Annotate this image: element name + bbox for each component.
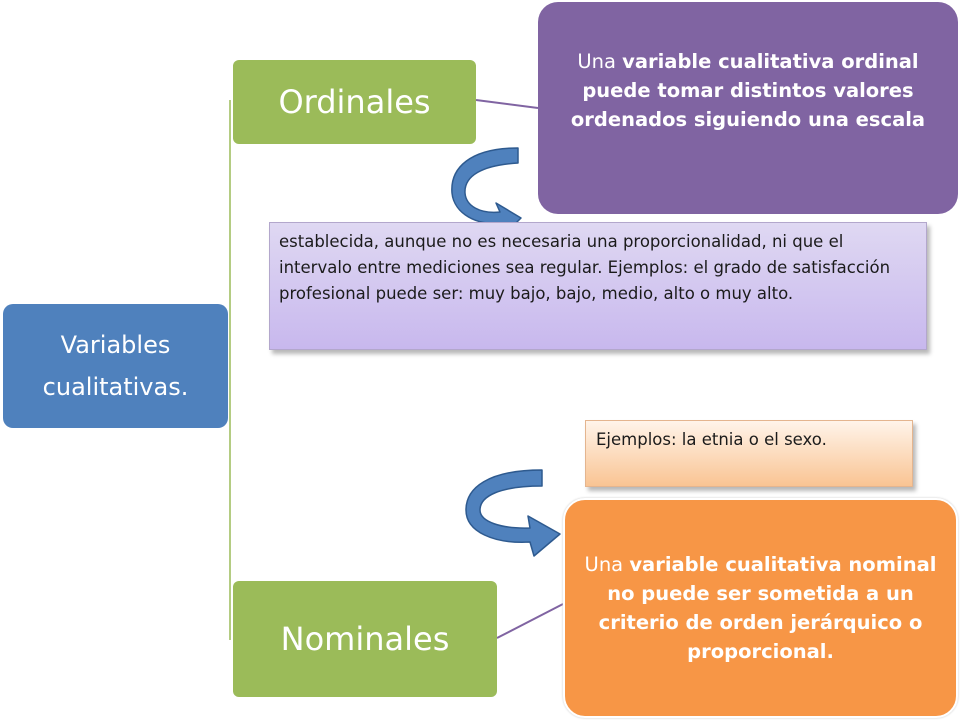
branch-nominales-label: Nominales [280, 620, 450, 658]
root-node-variables-cualitativas: Variables cualitativas. [3, 304, 228, 428]
ordinal-definition-bold: variable cualitativa ordinal puede tomar… [570, 49, 926, 131]
branch-ordinales: Ordinales [233, 60, 476, 144]
ordinal-definition-box: Una variable cualitativa ordinal puede t… [538, 2, 958, 214]
ordinal-continuation-note: establecida, aunque no es necesaria una … [269, 222, 927, 350]
root-line-2: cualitativas. [42, 373, 189, 401]
nominal-definition-text: Una variable cualitativa nominal no pued… [583, 550, 938, 666]
nominal-definition-box: Una variable cualitativa nominal no pued… [563, 498, 958, 718]
branch-ordinales-label: Ordinales [278, 83, 431, 121]
ordinal-definition-prefix: Una [577, 49, 623, 73]
root-line-1: Variables [60, 331, 171, 359]
nominal-examples-note: Ejemplos: la etnia o el sexo. [585, 420, 913, 487]
ordinal-definition-text: Una variable cualitativa ordinal puede t… [552, 47, 944, 134]
nominal-definition-prefix: Una [584, 553, 630, 576]
nominal-definition-bold: variable cualitativa nominal no puede se… [598, 553, 937, 663]
branch-nominales: Nominales [233, 581, 497, 697]
